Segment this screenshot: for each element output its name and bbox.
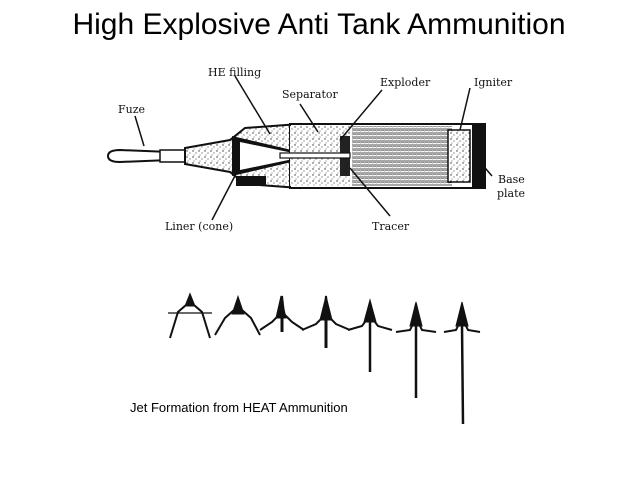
jet-stage-2 [214, 294, 261, 336]
jet-formation-sequence [168, 292, 481, 425]
jet-formation-caption: Jet Formation from HEAT Ammunition [130, 400, 348, 415]
label-base-plate-1: Base [498, 173, 525, 186]
label-base-plate-2: plate [497, 187, 525, 200]
label-exploder: Exploder [380, 76, 431, 89]
leader-lines [134, 75, 493, 221]
label-liner: Liner (cone) [165, 220, 233, 233]
label-separator: Separator [282, 88, 339, 101]
label-tracer: Tracer [372, 220, 410, 233]
jet-stage-5 [347, 298, 393, 372]
exploder-section [352, 126, 452, 186]
jet-stage-6 [395, 301, 437, 398]
exploder-rod [279, 152, 351, 159]
label-fuze: Fuze [118, 103, 145, 116]
jet-stage-1 [168, 292, 212, 339]
jet-stage-4 [301, 295, 351, 348]
label-he-filling: HE filling [208, 66, 261, 79]
label-igniter: Igniter [474, 76, 513, 89]
base-plate [472, 124, 486, 188]
igniter [447, 129, 471, 183]
jet-stage-7 [443, 301, 481, 425]
slide-title: High Explosive Anti Tank Ammunition [72, 8, 566, 41]
jet-stage-3 [259, 295, 305, 332]
projectile-cross-section [106, 122, 486, 190]
